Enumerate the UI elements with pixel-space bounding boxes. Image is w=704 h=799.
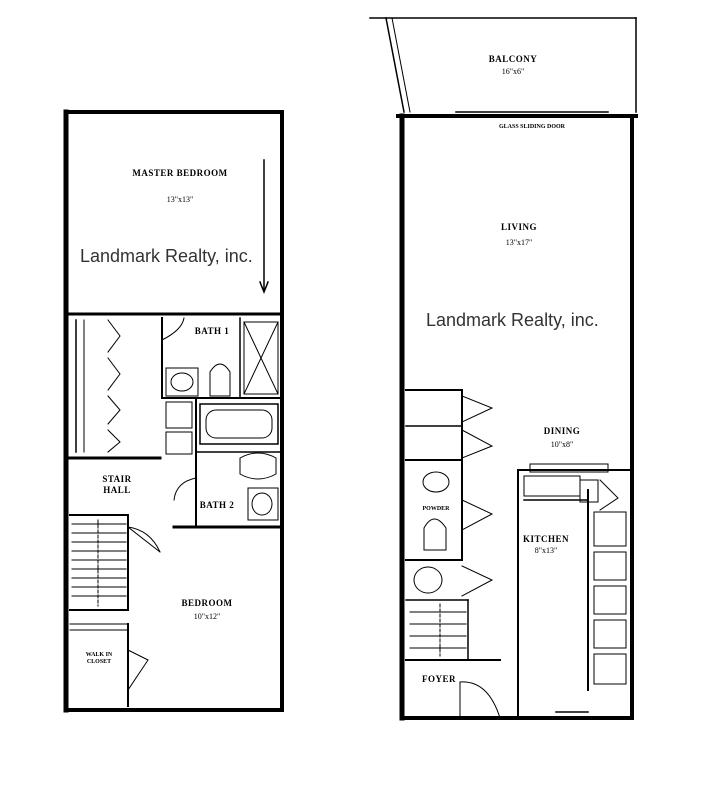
glass-sliding-door-label: GLASS SLIDING DOOR: [498, 124, 566, 130]
bath1-label: BATH 1: [194, 326, 230, 336]
master-bedroom-dims-text: 13"x13": [166, 195, 194, 204]
master-bedroom-label: MASTER BEDROOM: [130, 168, 230, 179]
living-label: LIVING: [500, 222, 537, 232]
bedroom-label: BEDROOM: [181, 598, 233, 608]
upper-floor-walls: [63, 109, 284, 713]
master-bedroom-name: MASTER BEDROOM: [132, 168, 228, 178]
bedroom-dims: 10"x12": [193, 612, 221, 621]
powder-label: POWDER: [422, 506, 450, 512]
dining-dims: 10"x8": [550, 440, 574, 449]
walk-in-closet-label: WALK IN CLOSET: [85, 652, 113, 665]
main-floor-fixtures: [409, 395, 627, 719]
kitchen-dims: 8"x13": [534, 546, 558, 555]
foyer-label: FOYER: [422, 674, 456, 684]
main-floor-walls: [369, 17, 638, 721]
stair-hall-label: STAIR HALL: [102, 474, 132, 495]
watermark-main: Landmark Realty, inc.: [426, 310, 599, 330]
watermark-upper: Landmark Realty, inc.: [80, 246, 253, 266]
balcony-label: BALCONY: [488, 54, 538, 64]
upper-floor-fixtures: [71, 159, 279, 691]
master-bedroom-dims: 13"x13": [130, 195, 230, 205]
kitchen-label: KITCHEN: [522, 534, 569, 544]
balcony-dims: 16"x6": [501, 67, 525, 76]
bath2-label: BATH 2: [199, 500, 235, 510]
dining-label: DINING: [543, 426, 581, 436]
living-dims: 13"x17": [505, 238, 533, 247]
